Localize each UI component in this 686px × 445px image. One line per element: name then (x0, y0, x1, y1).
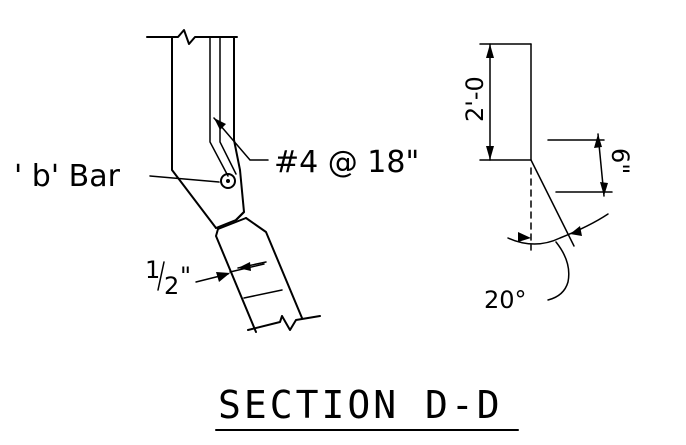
half-inch-slash (157, 261, 165, 291)
half-inch-arrow-1 (216, 272, 230, 282)
wall-left-face (171, 36, 217, 229)
wall-right-face (233, 36, 245, 221)
wall-section (146, 29, 321, 333)
dim-2ft-arrow-bot (486, 146, 494, 160)
dim-2ft-label: 2'-0 (461, 76, 489, 122)
b-bar-circle (220, 173, 236, 189)
top-break-line (146, 29, 238, 45)
angle-arc (507, 213, 609, 245)
rebar-label: #4 @ 18" (274, 145, 419, 180)
rebar-line-b (219, 36, 237, 175)
half-inch-mark: " (180, 262, 191, 290)
rebar-leader (213, 117, 269, 161)
section-title: SECTION D-D (218, 383, 503, 427)
angle-arrow-left (518, 232, 531, 242)
leaders (149, 117, 269, 283)
dim-6in-label: 6" (606, 148, 634, 174)
rebar-leader-arrow (214, 118, 226, 130)
bottom-break-line (247, 315, 321, 331)
joint-upper (215, 211, 245, 229)
lower-cross-2 (243, 289, 283, 299)
inclined-line (530, 159, 575, 247)
rebar-line-a (209, 36, 229, 177)
angle-label: 20° (484, 286, 527, 314)
lower-left-face (215, 228, 257, 333)
dim-6in-arrow-top (594, 134, 602, 148)
dim-6in-arrow-bot (600, 182, 608, 196)
half-inch-arrow-2 (238, 262, 251, 271)
dim-2ft-arrow-top (486, 44, 494, 58)
angle-arrow-right (570, 226, 582, 236)
joint-lower (217, 217, 247, 230)
b-bar-dot (226, 179, 230, 183)
b-bar-label: ' b' Bar (14, 159, 121, 194)
angle-leader (547, 241, 570, 301)
half-inch-den: 2 (164, 272, 179, 300)
angle-detail (479, 43, 613, 301)
lower-right-face (245, 217, 303, 319)
b-bar-leader (149, 175, 220, 183)
half-inch-num: 1 (145, 256, 160, 284)
